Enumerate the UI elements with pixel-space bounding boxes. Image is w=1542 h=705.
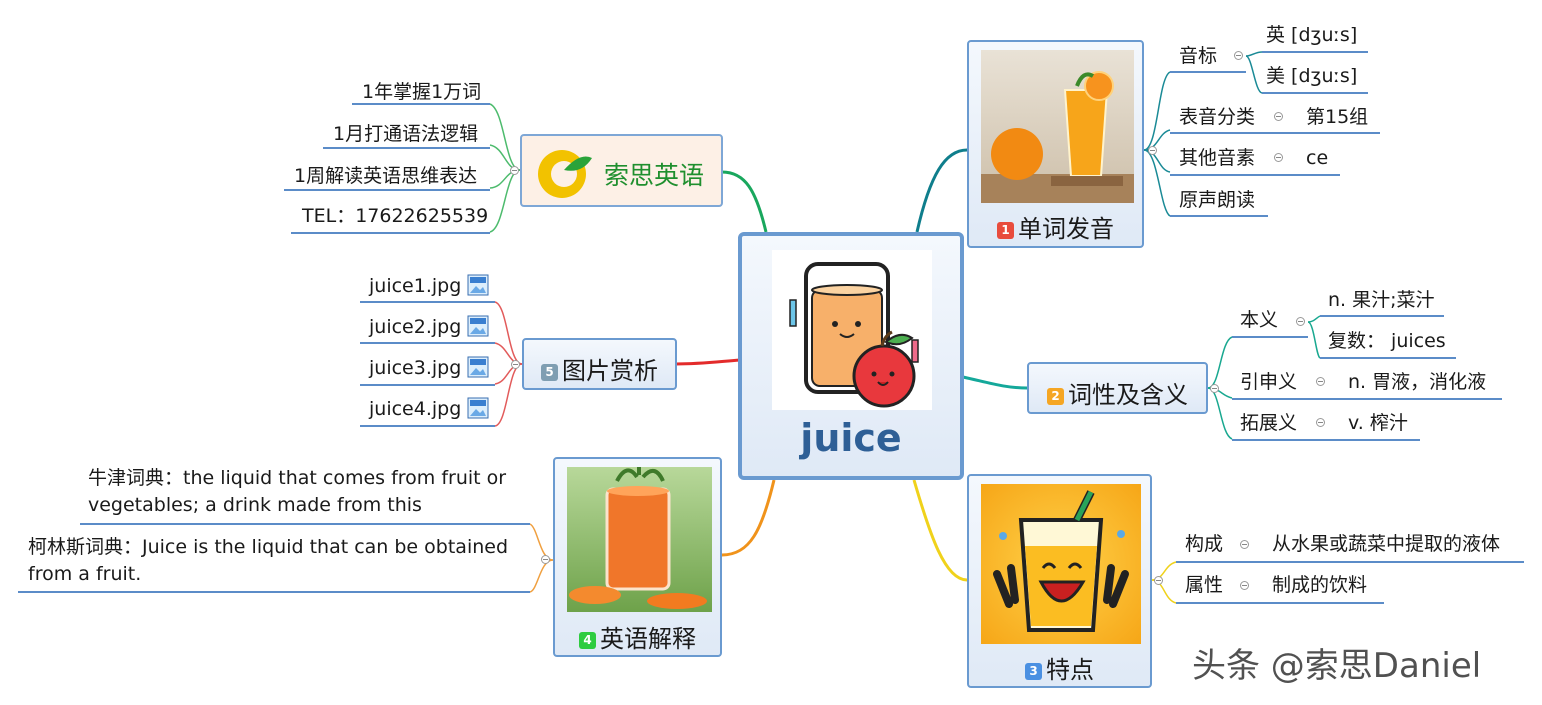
pronunciation-collapse-icon[interactable] xyxy=(1148,146,1157,155)
image-file-icon xyxy=(467,274,489,296)
basic-meaning-2: 复数： juices xyxy=(1328,330,1446,352)
features-collapse-icon[interactable] xyxy=(1154,576,1163,585)
attribute-value: 制成的饮料 xyxy=(1272,574,1368,596)
expanded-collapse-icon[interactable] xyxy=(1316,418,1325,427)
cartoon-juice-photo xyxy=(981,484,1141,644)
image-file-icon xyxy=(467,397,489,419)
brand-item: 1月打通语法逻辑 xyxy=(333,123,479,145)
collins-definition-line2: from a fruit. xyxy=(28,563,142,585)
composition-value: 从水果或蔬菜中提取的液体 xyxy=(1272,533,1501,555)
other-label: 其他音素 xyxy=(1179,147,1256,169)
brand-topic[interactable]: 索思英语 xyxy=(520,134,723,207)
pictures-collapse-icon[interactable] xyxy=(511,360,520,369)
center-title: juice xyxy=(800,416,902,460)
other-value: ce xyxy=(1306,147,1329,169)
oxford-definition-line2: vegetables; a drink made from this xyxy=(88,494,422,516)
category-label: 表音分类 xyxy=(1179,106,1256,128)
oxford-definition-line1: 牛津词典：the liquid that comes from fruit or xyxy=(88,467,507,489)
basic-collapse-icon[interactable] xyxy=(1296,317,1305,326)
audio-label[interactable]: 原声朗读 xyxy=(1179,189,1256,211)
badge-1: 1 xyxy=(997,222,1014,239)
extended-collapse-icon[interactable] xyxy=(1316,377,1325,386)
carrot-juice-photo xyxy=(567,467,712,612)
composition-label: 构成 xyxy=(1185,533,1224,555)
brand-item: TEL：17622625539 xyxy=(302,205,489,227)
picture-file[interactable]: juice4.jpg xyxy=(369,397,489,421)
expanded-meaning-value: v. 榨汁 xyxy=(1348,412,1408,434)
basic-meaning-1: n. 果汁;菜汁 xyxy=(1328,289,1435,311)
center-topic[interactable]: juice xyxy=(738,232,964,480)
brand-item: 1周解读英语思维表达 xyxy=(294,165,478,187)
badge-2: 2 xyxy=(1047,388,1064,405)
picture-file[interactable]: juice2.jpg xyxy=(369,315,489,339)
brand-collapse-icon[interactable] xyxy=(510,166,519,175)
brand-item: 1年掌握1万词 xyxy=(362,81,482,103)
badge-4: 4 xyxy=(579,632,596,649)
expanded-meaning-label: 拓展义 xyxy=(1240,412,1298,434)
orange-juice-photo xyxy=(981,50,1134,203)
basic-meaning-label: 本义 xyxy=(1240,309,1279,331)
uk-phonetic: 英 [dʒuːs] xyxy=(1266,24,1358,46)
category-value: 第15组 xyxy=(1306,106,1369,128)
english-collapse-icon[interactable] xyxy=(541,555,550,564)
category-collapse-icon[interactable] xyxy=(1274,112,1283,121)
watermark: 头条 @索思Daniel xyxy=(1192,646,1482,686)
brand-logo-icon xyxy=(538,150,592,198)
badge-5: 5 xyxy=(541,364,558,381)
picture-file[interactable]: juice3.jpg xyxy=(369,356,489,380)
meaning-collapse-icon[interactable] xyxy=(1210,384,1219,393)
phonetic-collapse-icon[interactable] xyxy=(1234,51,1243,60)
picture-file[interactable]: juice1.jpg xyxy=(369,274,489,298)
collins-definition-line1: 柯林斯词典：Juice is the liquid that can be ob… xyxy=(28,536,509,558)
juice-apple-illustration xyxy=(772,250,932,410)
brand-name: 索思英语 xyxy=(604,161,705,190)
extended-meaning-label: 引申义 xyxy=(1240,371,1298,393)
badge-3: 3 xyxy=(1025,663,1042,680)
attribute-label: 属性 xyxy=(1185,574,1224,596)
composition-collapse-icon[interactable] xyxy=(1240,540,1249,549)
image-file-icon xyxy=(467,356,489,378)
phonetic-label: 音标 xyxy=(1179,45,1218,67)
other-collapse-icon[interactable] xyxy=(1274,153,1283,162)
extended-meaning-value: n. 胃液，消化液 xyxy=(1348,371,1487,393)
image-file-icon xyxy=(467,315,489,337)
us-phonetic: 美 [dʒuːs] xyxy=(1266,65,1358,87)
attribute-collapse-icon[interactable] xyxy=(1240,581,1249,590)
